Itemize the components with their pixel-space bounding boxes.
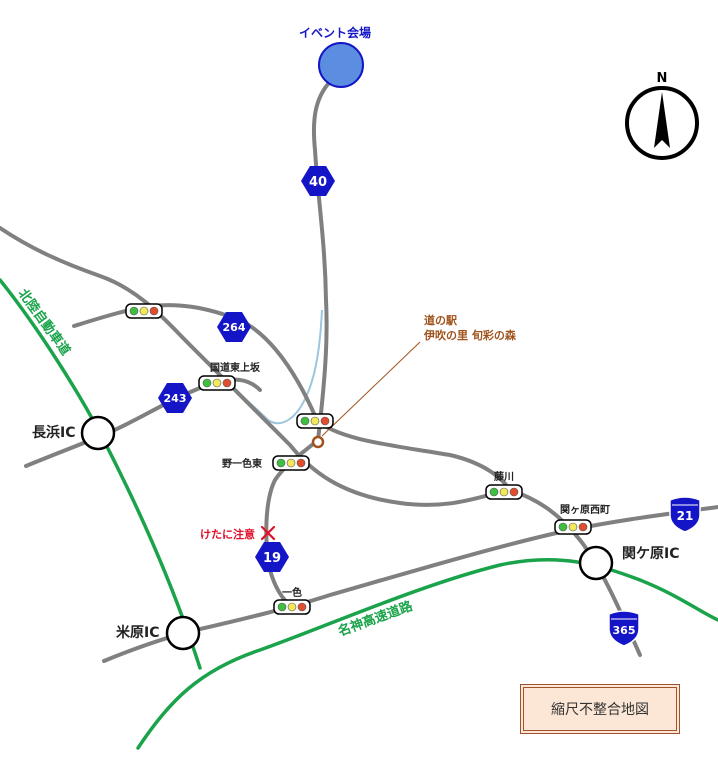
event-venue-marker[interactable] (318, 42, 364, 88)
hokuriku-expressway (0, 278, 202, 670)
interchange-nagahama-marker[interactable] (80, 415, 116, 451)
traffic-signal-icon (273, 599, 311, 615)
caution-cross-icon (260, 525, 276, 541)
roadside-station-label: 道の駅 (424, 313, 457, 327)
traffic-signal-icon (554, 519, 592, 535)
svg-text:243: 243 (164, 392, 187, 405)
scale-disclaimer-text: 縮尺不整合地図 (551, 702, 649, 718)
roadside-station-label: 伊吹の里 旬彩の森 (423, 328, 517, 342)
interchange-maibara-label: 米原IC (116, 624, 159, 641)
road-connector (314, 418, 512, 492)
interchange-maibara-marker[interactable] (165, 615, 201, 651)
svg-text:N: N (657, 71, 668, 86)
route-badge-40[interactable]: 40 (301, 166, 335, 196)
roadside-station-marker[interactable] (311, 435, 325, 449)
route-badge-21[interactable]: 21 (669, 496, 701, 533)
intersection-label: 野一色東 (222, 457, 262, 470)
intersection-label: 国道東上坂 (210, 361, 261, 374)
intersection-label: 一色 (282, 586, 302, 599)
traffic-signal-icon (125, 303, 163, 319)
event-venue-label: イベント会場 (299, 25, 371, 40)
intersection-label: 藤川 (494, 470, 514, 483)
road-243 (24, 377, 262, 468)
traffic-signal-icon (485, 484, 523, 500)
roadside-station-leader (321, 341, 421, 437)
interchange-nagahama-label: 長浜IC (32, 424, 75, 441)
route-badge-264[interactable]: 264 (217, 312, 251, 342)
road-route-40 (311, 82, 330, 442)
traffic-signal-icon (296, 413, 334, 429)
hokuriku-expressway-label: 北陸自動車道 (15, 286, 74, 359)
svg-text:21: 21 (677, 509, 694, 523)
expressways (0, 278, 718, 750)
traffic-signal-icon (272, 455, 310, 471)
road-from-west-top (0, 226, 642, 657)
intersection-label: 関ヶ原西町 (560, 504, 610, 516)
meishin-expressway (136, 557, 718, 750)
svg-text:264: 264 (223, 321, 246, 334)
interchange-sekigahara-marker[interactable] (578, 545, 614, 581)
compass-icon: N (625, 71, 699, 160)
route-badge-365[interactable]: 365 (608, 610, 640, 647)
caution-label: けたに注意 (200, 527, 255, 541)
road-264 (72, 303, 318, 420)
svg-text:40: 40 (309, 175, 327, 190)
route-badge-19[interactable]: 19 (255, 542, 289, 572)
route-badge-243[interactable]: 243 (158, 383, 192, 413)
svg-text:19: 19 (263, 551, 281, 566)
roads (0, 82, 718, 663)
scale-disclaimer-box: 縮尺不整合地図 (523, 687, 677, 731)
svg-text:365: 365 (613, 624, 636, 637)
interchange-sekigahara-label: 関ケ原IC (622, 546, 679, 562)
traffic-signal-icon (198, 375, 236, 391)
